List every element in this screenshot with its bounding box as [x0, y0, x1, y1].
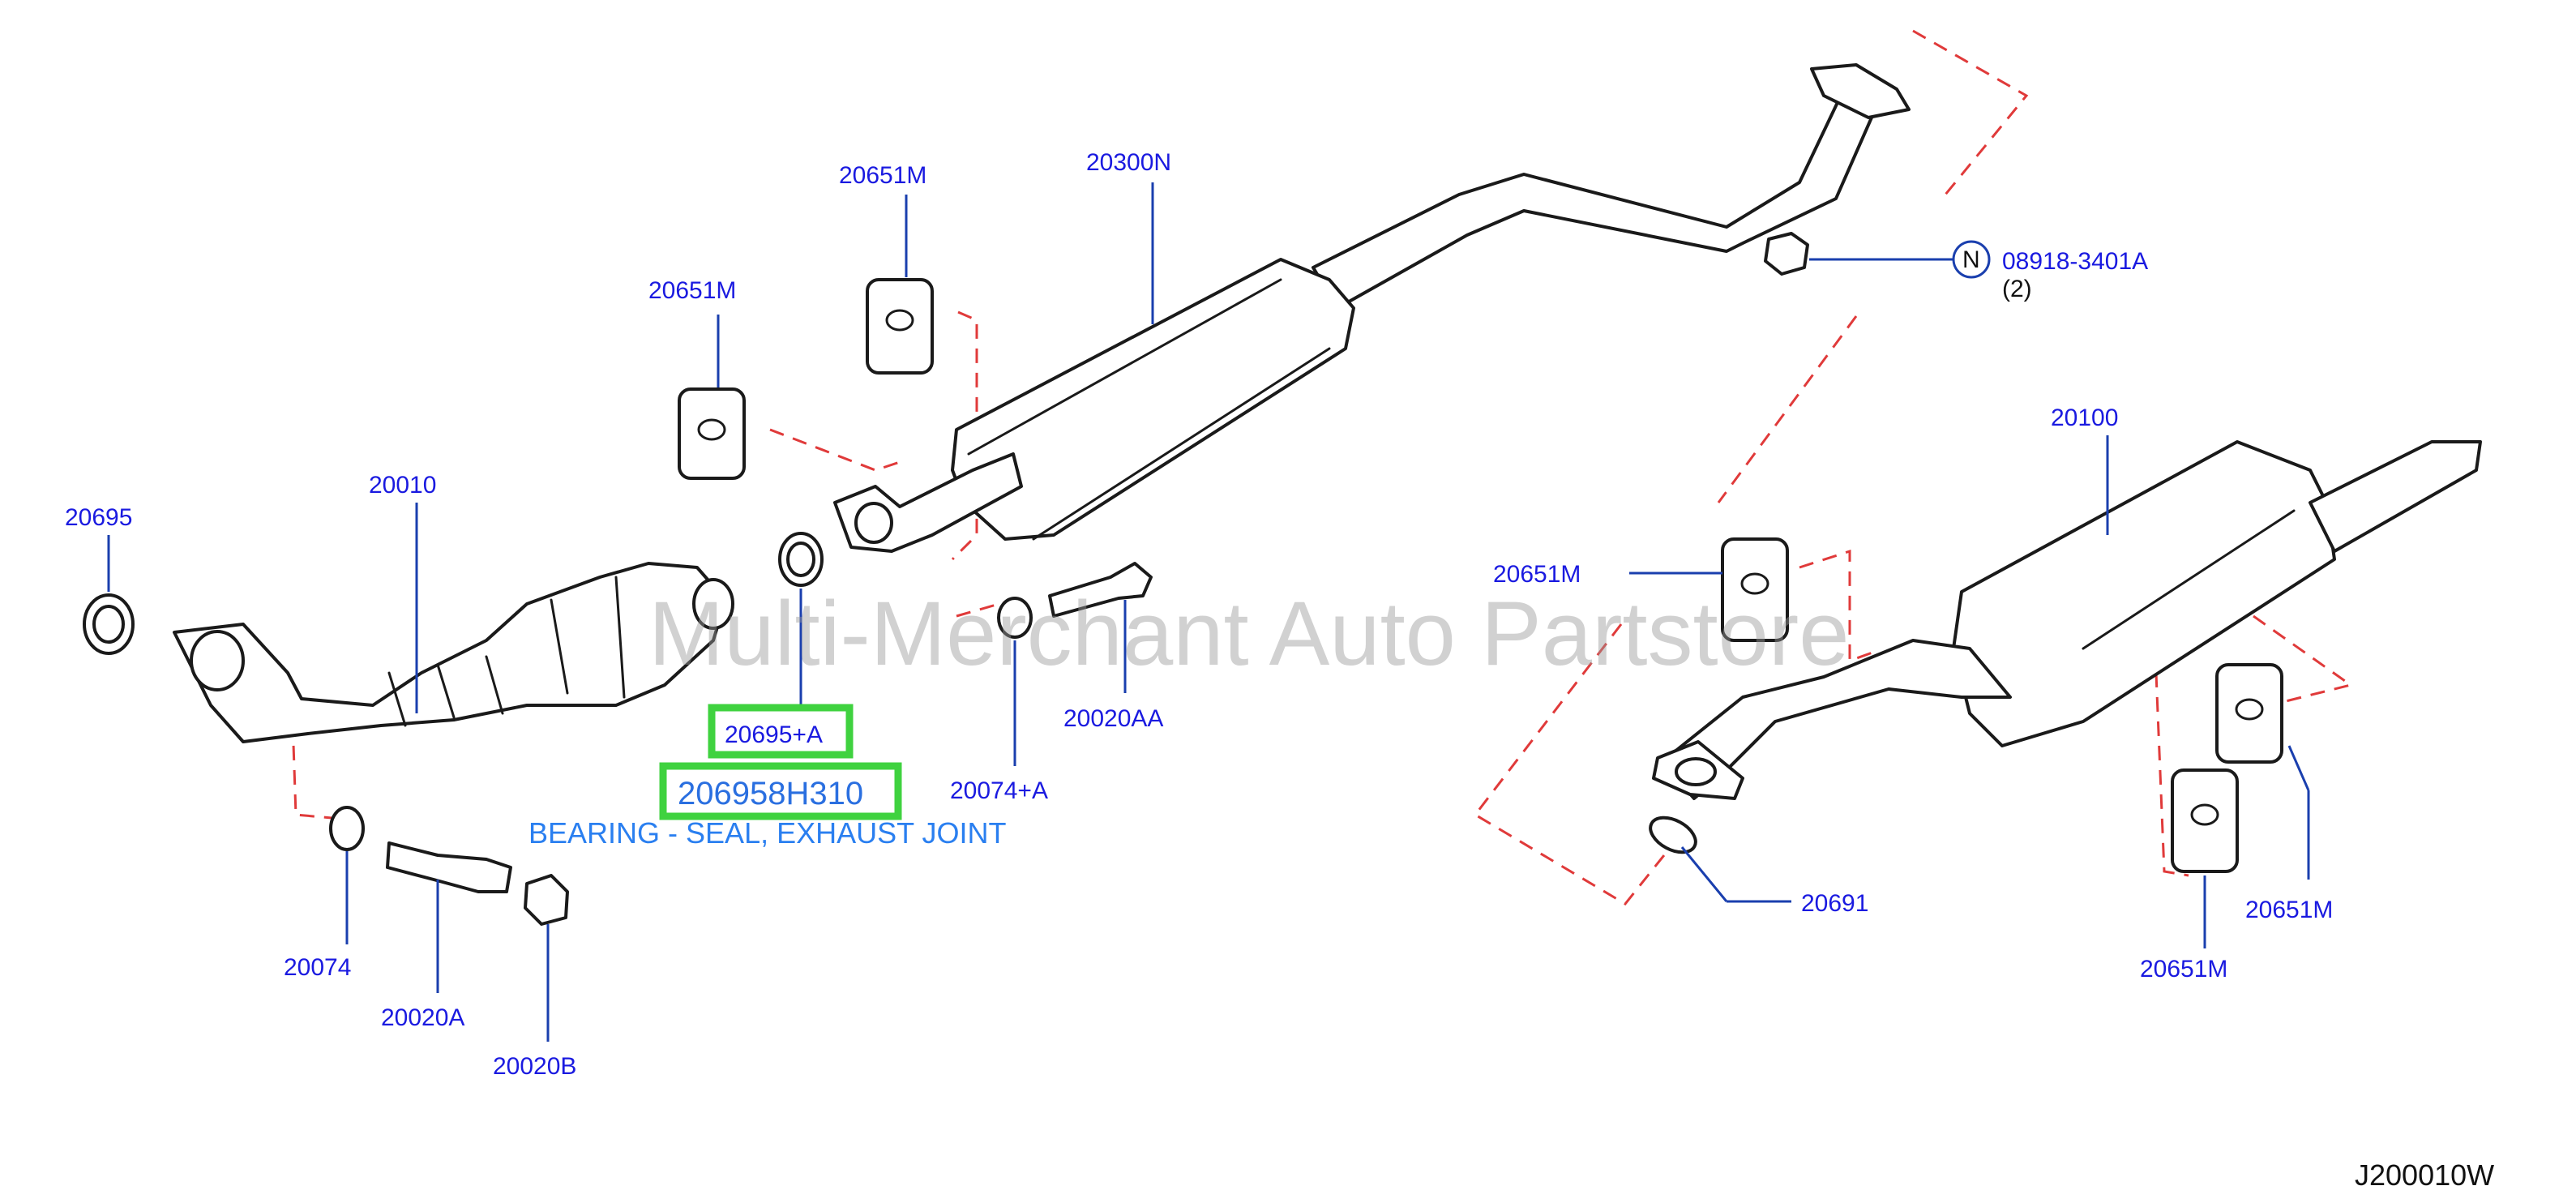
watermark: Multi-Merchant Auto Partstore: [648, 583, 1849, 684]
label-20020a[interactable]: 20020A: [381, 1004, 464, 1031]
hanger-rubber-d[interactable]: [2215, 663, 2283, 764]
exhaust-gasket-20691[interactable]: [1645, 811, 1701, 859]
spring-20074[interactable]: [329, 806, 365, 851]
label-20300n[interactable]: 20300N: [1086, 149, 1171, 176]
callout-label[interactable]: 20695+A: [725, 721, 823, 748]
label-20691[interactable]: 20691: [1801, 890, 1868, 917]
hanger-rubber-b[interactable]: [866, 278, 934, 375]
label-20020aa[interactable]: 20020AA: [1063, 705, 1163, 732]
stud-bolt-20020aa[interactable]: [1048, 562, 1153, 618]
diagram-code: J200010W: [2355, 1158, 2494, 1192]
hanger-rubber-c[interactable]: [1721, 537, 1789, 642]
label-20010[interactable]: 20010: [369, 472, 436, 499]
label-20651m-b[interactable]: 20651M: [839, 162, 926, 189]
nut-20020b[interactable]: [524, 874, 569, 926]
label-20074[interactable]: 20074: [284, 954, 351, 981]
part-description: BEARING - SEAL, EXHAUST JOINT: [528, 816, 1006, 850]
spring-20074a[interactable]: [997, 597, 1033, 639]
flange-nut-08918[interactable]: [1764, 232, 1809, 276]
rear-muffler-20100[interactable]: [1652, 440, 2482, 800]
highlighted-part: 20695+A 206958H310 BEARING - SEAL, EXHAU…: [528, 704, 1006, 850]
stud-bolt-20020a[interactable]: [386, 841, 512, 893]
center-muffler-20300n[interactable]: [833, 63, 1911, 553]
label-20651m-e[interactable]: 20651M: [2140, 956, 2227, 983]
hanger-rubber-e[interactable]: [2171, 768, 2239, 873]
label-08918-qty: (2): [2002, 276, 2032, 302]
label-20651m-c[interactable]: 20651M: [1493, 561, 1581, 588]
label-20020b[interactable]: 20020B: [493, 1053, 576, 1080]
callout-highlight-box: [708, 704, 854, 759]
label-20100[interactable]: 20100: [2051, 405, 2118, 431]
gasket-ring-20695[interactable]: [83, 593, 135, 655]
label-20695[interactable]: 20695: [65, 504, 132, 531]
seal-bearing-20695a[interactable]: [778, 532, 824, 587]
label-08918-symbol: N: [1962, 246, 1980, 273]
label-20651m-a[interactable]: 20651M: [648, 277, 736, 304]
front-pipe-catalyst[interactable]: [173, 562, 734, 743]
assembly-guides: [290, 29, 2354, 905]
label-08918-3401a[interactable]: 08918-3401A: [2002, 248, 2148, 275]
part-labels: 20695 20010 20651M 20651M 20300N N 08918…: [65, 149, 2333, 1080]
hanger-rubber-a[interactable]: [678, 387, 746, 480]
label-20651m-d[interactable]: 20651M: [2245, 897, 2333, 923]
label-20074a[interactable]: 20074+A: [950, 777, 1048, 804]
part-number[interactable]: 206958H310: [678, 776, 863, 811]
part-number-highlight-box: [659, 762, 902, 820]
leader-lines: [107, 182, 2310, 1042]
